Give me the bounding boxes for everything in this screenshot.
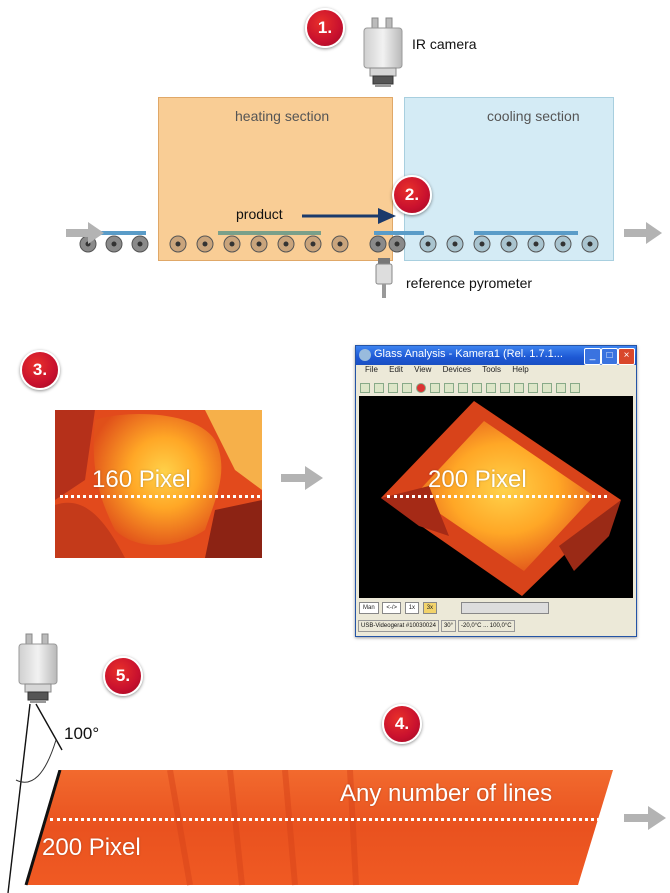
toolbar	[358, 380, 634, 394]
menu-tools[interactable]: Tools	[482, 365, 501, 374]
menu-file[interactable]: File	[365, 365, 378, 374]
step3-arrow-icon	[281, 466, 323, 490]
output-arrow-icon	[624, 222, 662, 244]
cooling-section-label: cooling section	[487, 108, 580, 124]
output-arrow-icon	[624, 806, 666, 830]
minimize-button[interactable]: _	[584, 348, 601, 365]
scan-line-dotted	[60, 495, 260, 498]
roller-hub	[452, 241, 458, 247]
scan-line-dotted	[50, 818, 606, 821]
step-5-badge: 5.	[103, 656, 143, 696]
toolbar-icon[interactable]	[500, 383, 510, 393]
step-3-badge: 3.	[20, 350, 60, 390]
product-bar	[88, 231, 146, 235]
toolbar-icon[interactable]	[556, 383, 566, 393]
toolbar-icon[interactable]	[388, 383, 398, 393]
menu-devices[interactable]: Devices	[442, 365, 472, 374]
roller-hub	[283, 241, 289, 247]
product-arrow-icon	[302, 208, 396, 224]
menu-edit[interactable]: Edit	[389, 365, 403, 374]
toolbar-icon[interactable]	[444, 383, 454, 393]
pyrometer-icon	[375, 258, 393, 298]
roller-hub	[560, 241, 566, 247]
line-scan-strip	[24, 770, 613, 886]
status-angle: 30°	[440, 620, 457, 632]
toolbar-icon[interactable]	[570, 383, 580, 393]
product-bar	[218, 231, 321, 235]
thermal-image-160	[55, 410, 262, 558]
record-icon[interactable]	[416, 383, 426, 393]
roller-hub	[375, 241, 381, 247]
step-2-badge: 2.	[392, 175, 432, 215]
ir-camera-label: IR camera	[412, 36, 477, 52]
roller-hub	[506, 241, 512, 247]
view-angle-label: 100°	[64, 724, 100, 743]
manual-button[interactable]: Man	[359, 602, 379, 614]
roller-hub	[256, 241, 262, 247]
roller-hub	[310, 241, 316, 247]
status-device: USB-Videogerat #10030024	[358, 620, 439, 632]
status-range: -20,0°C ... 100,0°C	[458, 620, 515, 632]
toolbar-icon[interactable]	[542, 383, 552, 393]
heating-section-label: heating section	[235, 108, 330, 124]
roller-hub	[229, 241, 235, 247]
line-scan-camera-icon	[18, 633, 58, 703]
zoom-1x-button[interactable]: 1x	[404, 602, 420, 614]
step-button[interactable]: <-/>	[382, 602, 402, 614]
pixel-width-label-200: 200 Pixel	[428, 466, 527, 493]
toolbar-icon[interactable]	[528, 383, 538, 393]
toolbar-icon[interactable]	[458, 383, 468, 393]
input-arrow-icon	[66, 222, 104, 244]
roller-hub	[533, 241, 539, 247]
maximize-button[interactable]: □	[601, 348, 618, 365]
step-1-badge: 1.	[305, 8, 345, 48]
field-of-view-lines	[7, 703, 63, 893]
roller-hub	[175, 241, 181, 247]
toolbar-icon[interactable]	[514, 383, 524, 393]
roller-hub	[137, 241, 143, 247]
roller-hub	[479, 241, 485, 247]
bottom-controls: Man <-/> 1x 3x	[359, 602, 633, 614]
toolbar-icon[interactable]	[486, 383, 496, 393]
slider-track[interactable]	[460, 602, 549, 614]
roller-hub	[337, 241, 343, 247]
step-4-badge: 4.	[382, 704, 422, 744]
roller-hub	[425, 241, 431, 247]
window-title: Glass Analysis - Kamera1 (Rel. 1.7.1...	[374, 348, 563, 360]
roller-hub	[202, 241, 208, 247]
roller-hub	[394, 241, 400, 247]
menu-view[interactable]: View	[414, 365, 432, 374]
roller-hub	[587, 241, 593, 247]
toolbar-icon[interactable]	[430, 383, 440, 393]
toolbar-icon[interactable]	[472, 383, 482, 393]
zoom-3x-button[interactable]: 3x	[422, 602, 438, 614]
app-icon	[359, 349, 371, 361]
menu-bar: File Edit View Devices Tools Help	[356, 365, 636, 379]
pyrometer-label: reference pyrometer	[406, 275, 533, 291]
scan-line-dotted	[387, 495, 607, 498]
window-title-bar[interactable]: Glass Analysis - Kamera1 (Rel. 1.7.1... …	[356, 346, 636, 365]
product-bar	[374, 231, 424, 235]
strip-width-label: 200 Pixel	[42, 834, 141, 861]
menu-help[interactable]: Help	[512, 365, 529, 374]
toolbar-icon[interactable]	[402, 383, 412, 393]
product-bar	[474, 231, 578, 235]
product-label: product	[236, 206, 283, 222]
pixel-width-label-160: 160 Pixel	[92, 466, 191, 493]
ir-camera-icon	[363, 17, 403, 87]
close-button[interactable]: ×	[618, 348, 635, 365]
roller-hub	[111, 241, 117, 247]
lines-count-label: Any number of lines	[340, 780, 553, 807]
conveyor-rollers	[79, 235, 599, 253]
toolbar-icon[interactable]	[360, 383, 370, 393]
toolbar-icon[interactable]	[374, 383, 384, 393]
